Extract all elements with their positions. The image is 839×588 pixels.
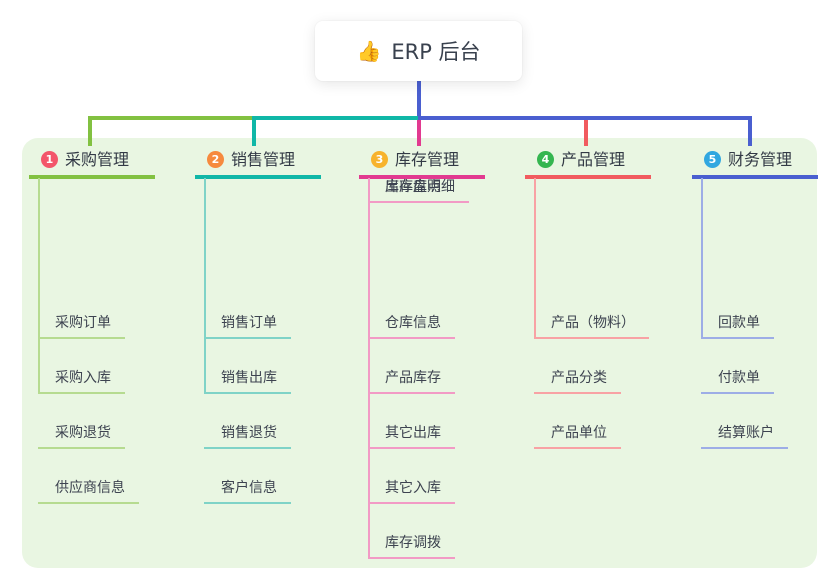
branch-finance-title[interactable]: 5 财务管理: [692, 147, 819, 179]
branch-purchase-connector: [38, 178, 40, 394]
connector-horizontal-green: [88, 116, 252, 120]
node-product-material[interactable]: 产品（物料）: [534, 315, 649, 339]
node-purchase-inbound[interactable]: 采购入库: [38, 370, 125, 394]
node-product-stock[interactable]: 产品库存: [368, 370, 455, 394]
badge-number-3: 3: [371, 151, 388, 168]
node-supplier-info[interactable]: 供应商信息: [38, 480, 139, 504]
node-sales-outbound[interactable]: 销售出库: [204, 370, 291, 394]
root-node[interactable]: 👍 ERP 后台: [315, 21, 522, 81]
node-other-inbound[interactable]: 其它入库: [368, 480, 455, 504]
branch-product-title[interactable]: 4 产品管理: [525, 147, 652, 179]
thumbs-up-icon: 👍: [356, 39, 382, 63]
node-sales-return[interactable]: 销售退货: [204, 425, 291, 449]
connector-drop-purchase: [88, 116, 92, 146]
node-settlement-account[interactable]: 结算账户: [701, 425, 788, 449]
branch-finance-connector: [701, 178, 703, 339]
connector-root-drop: [417, 80, 421, 120]
branch-sales: 2 销售管理 销售订单 销售出库 销售退货 客户信息: [195, 147, 322, 504]
connector-horizontal-blue: [418, 116, 750, 120]
node-receipt-order[interactable]: 回款单: [701, 315, 774, 339]
branch-sales-label: 销售管理: [231, 150, 296, 169]
branch-purchase-title[interactable]: 1 采购管理: [29, 147, 156, 179]
node-payment-order[interactable]: 付款单: [701, 370, 774, 394]
branch-inventory-label: 库存管理: [395, 150, 460, 169]
branches-background-panel: [22, 138, 817, 568]
node-warehouse-info[interactable]: 仓库信息: [368, 315, 455, 339]
node-purchase-return[interactable]: 采购退货: [38, 425, 125, 449]
branch-product-label: 产品管理: [561, 150, 626, 169]
branch-inventory: 3 库存管理 仓库信息 产品库存 其它出库 其它入库 库存调拨 库存盘点 出库库…: [359, 147, 486, 559]
branch-finance-label: 财务管理: [728, 150, 793, 169]
node-customer-info[interactable]: 客户信息: [204, 480, 291, 504]
connector-drop-product: [584, 120, 588, 146]
root-node-label: ERP 后台: [391, 40, 481, 64]
branch-product-connector: [534, 178, 536, 339]
node-stock-transfer[interactable]: 库存调拨: [368, 535, 455, 559]
connector-drop-sales: [252, 116, 256, 146]
branch-purchase: 1 采购管理 采购订单 采购入库 采购退货 供应商信息: [29, 147, 156, 504]
branch-inventory-title[interactable]: 3 库存管理: [359, 147, 486, 179]
badge-number-4: 4: [537, 151, 554, 168]
badge-number-1: 1: [41, 151, 58, 168]
connector-drop-inventory: [417, 120, 421, 146]
node-outbound-details[interactable]: 出库库明细: [368, 179, 469, 203]
badge-number-2: 2: [207, 151, 224, 168]
branch-sales-title[interactable]: 2 销售管理: [195, 147, 322, 179]
connector-horizontal-teal: [252, 116, 418, 120]
branch-purchase-label: 采购管理: [65, 150, 130, 169]
branch-finance: 5 财务管理 回款单 付款单 结算账户: [692, 147, 819, 449]
connector-drop-finance: [748, 116, 752, 146]
node-product-category[interactable]: 产品分类: [534, 370, 621, 394]
node-purchase-order[interactable]: 采购订单: [38, 315, 125, 339]
branch-product: 4 产品管理 产品（物料） 产品分类 产品单位: [525, 147, 652, 449]
node-sales-order[interactable]: 销售订单: [204, 315, 291, 339]
node-other-outbound[interactable]: 其它出库: [368, 425, 455, 449]
badge-number-5: 5: [704, 151, 721, 168]
branch-inventory-connector: [368, 178, 370, 559]
branch-sales-connector: [204, 178, 206, 394]
node-product-unit[interactable]: 产品单位: [534, 425, 621, 449]
